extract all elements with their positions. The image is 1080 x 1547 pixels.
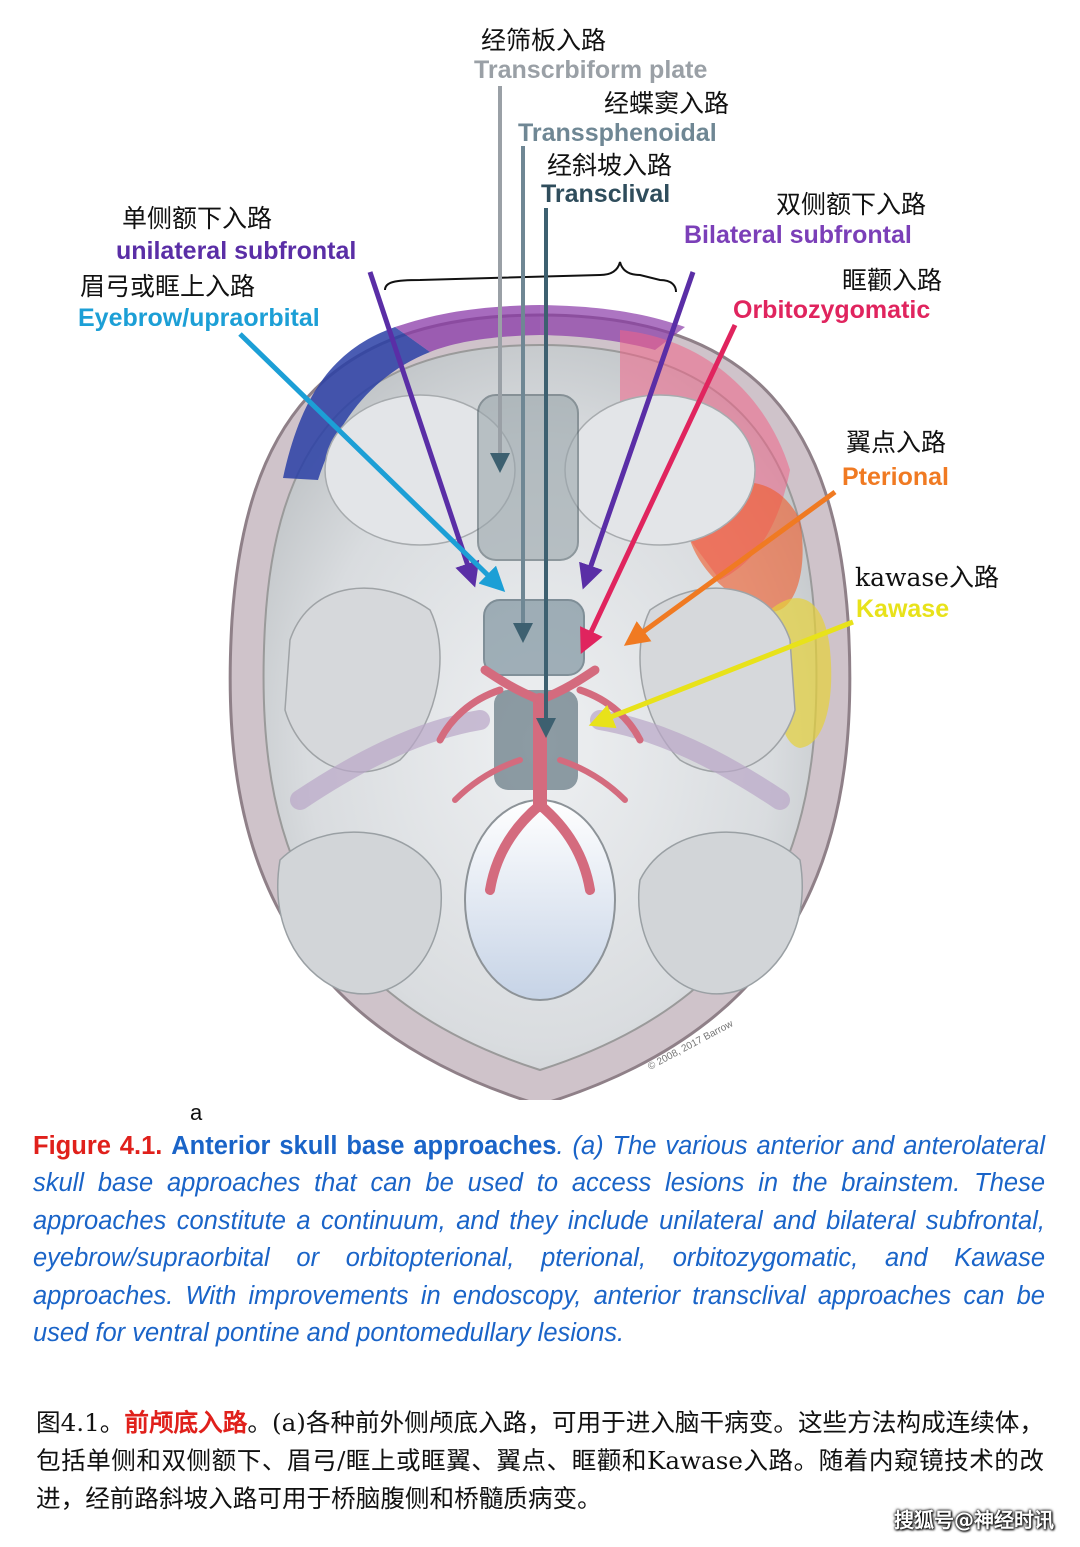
foramen-magnum (464, 799, 616, 1001)
caption-zh-prefix: 图4.1。 (36, 1408, 125, 1437)
transcribriform-zh: 经筛板入路 (481, 26, 607, 55)
caption-en-body: . (a) The various anterior and anterolat… (33, 1132, 1045, 1348)
orbitozygomatic-zh: 眶颧入路 (842, 266, 943, 295)
caption-en-figure-number: Figure 4.1. (33, 1132, 163, 1160)
orbitozygomatic-arrow (580, 323, 738, 655)
transsphenoidal-en: Transsphenoidal (518, 119, 717, 147)
watermark: 搜狐号@神经时讯 (894, 1508, 1054, 1532)
eyebrow-zone (283, 327, 430, 480)
caption-zh-title: 前颅底入路 (124, 1408, 248, 1437)
right-petrous-ridge (590, 710, 790, 810)
skull-base-illustration: © 2008, 2017 Barrow 经筛板入路 Transcrbiform … (78, 26, 999, 1107)
transcribriform-en: Transcrbiform plate (474, 56, 708, 84)
bilateral-subfrontal-en: Bilateral subfrontal (684, 221, 912, 249)
pterional-en: Pterional (842, 463, 949, 491)
eyebrow-arrow (238, 332, 506, 592)
unilateral-zone (395, 305, 540, 352)
unilateral-subfrontal-en: unilateral subfrontal (116, 237, 357, 265)
pterional-arrow (623, 489, 837, 646)
arterial-tree (436, 665, 644, 895)
left-middle-fossa (284, 587, 441, 773)
pterional-zh: 翼点入路 (846, 428, 947, 457)
kawase-arrow (588, 619, 854, 729)
skull-diagram-svg: © 2008, 2017 Barrow (228, 86, 854, 1107)
bilateral-bracket (384, 261, 677, 293)
transsphenoidal-zh: 经蝶窦入路 (604, 89, 730, 118)
caption-english: Figure 4.1. Anterior skull base approach… (33, 1128, 1045, 1352)
caption-en-title: Anterior skull base approaches (171, 1132, 557, 1160)
cribriform-plate-zone (477, 394, 579, 561)
panel-letter: a (190, 1100, 203, 1125)
orbitozygomatic-en: Orbitozygomatic (733, 296, 931, 324)
unilateral-subfrontal-arrow (367, 271, 480, 588)
left-posterior-fossa (277, 831, 442, 995)
sphenoid-zone (483, 599, 585, 676)
caption-chinese: 图4.1。前颅底入路。(a)各种前外侧颅底入路，可用于进入脑干病变。这些方法构成… (36, 1404, 1044, 1518)
bilateral-subfrontal-arrow (579, 271, 696, 590)
eyebrow-zh: 眉弓或眶上入路 (80, 272, 256, 301)
bilateral-subfrontal-zh: 双侧额下入路 (776, 190, 927, 219)
kawase-zh: kawase入路 (855, 563, 999, 592)
caption-zh-body: 。(a)各种前外侧颅底入路，可用于进入脑干病变。这些方法构成连续体，包括单侧和双… (36, 1408, 1044, 1513)
right-anterior-fossa (564, 394, 756, 546)
transclival-zh: 经斜坡入路 (547, 151, 673, 180)
kawase-en: Kawase (856, 595, 950, 623)
transclival-en: Transclival (541, 180, 671, 208)
left-petrous-ridge (290, 710, 490, 810)
eyebrow-en: Eyebrow/upraorbital (78, 304, 320, 332)
right-middle-fossa (639, 587, 796, 773)
unilateral-subfrontal-zh: 单侧额下入路 (122, 204, 273, 233)
right-posterior-fossa (638, 831, 803, 995)
